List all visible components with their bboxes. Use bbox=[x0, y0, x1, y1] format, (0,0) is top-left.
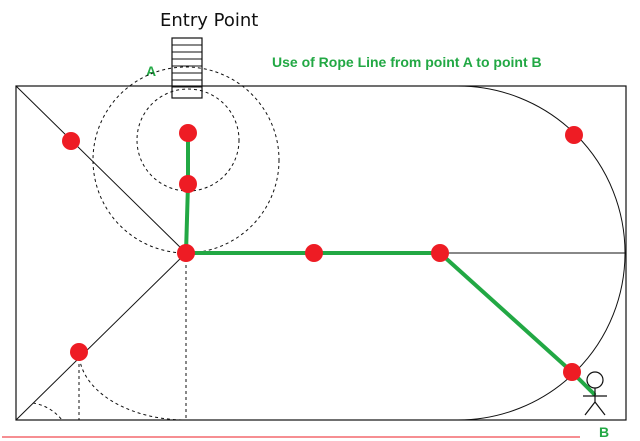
node-lower-left bbox=[70, 343, 88, 361]
point-a-label: A bbox=[146, 63, 156, 79]
diagonal-upper bbox=[15, 85, 187, 254]
point-b-label: B bbox=[599, 424, 609, 440]
node-top-right bbox=[565, 126, 583, 144]
dashed-arc-corner bbox=[32, 402, 63, 421]
right-arc bbox=[457, 85, 626, 421]
rope-nodes bbox=[62, 124, 583, 381]
person-icon bbox=[583, 371, 607, 416]
rope-line bbox=[184, 131, 596, 396]
node-turn bbox=[431, 244, 449, 262]
node-middle bbox=[305, 244, 323, 262]
node-junction bbox=[177, 244, 195, 262]
node-upper bbox=[179, 175, 197, 193]
diagonal-lower bbox=[15, 252, 187, 421]
ladder-icon bbox=[171, 37, 203, 99]
rope-caption: Use of Rope Line from point A to point B bbox=[272, 54, 542, 70]
node-end bbox=[563, 363, 581, 381]
node-diagonal bbox=[62, 132, 80, 150]
node-top bbox=[179, 124, 197, 142]
entry-point-title: Entry Point bbox=[160, 10, 258, 31]
dashed-arc-bottom bbox=[78, 351, 187, 421]
